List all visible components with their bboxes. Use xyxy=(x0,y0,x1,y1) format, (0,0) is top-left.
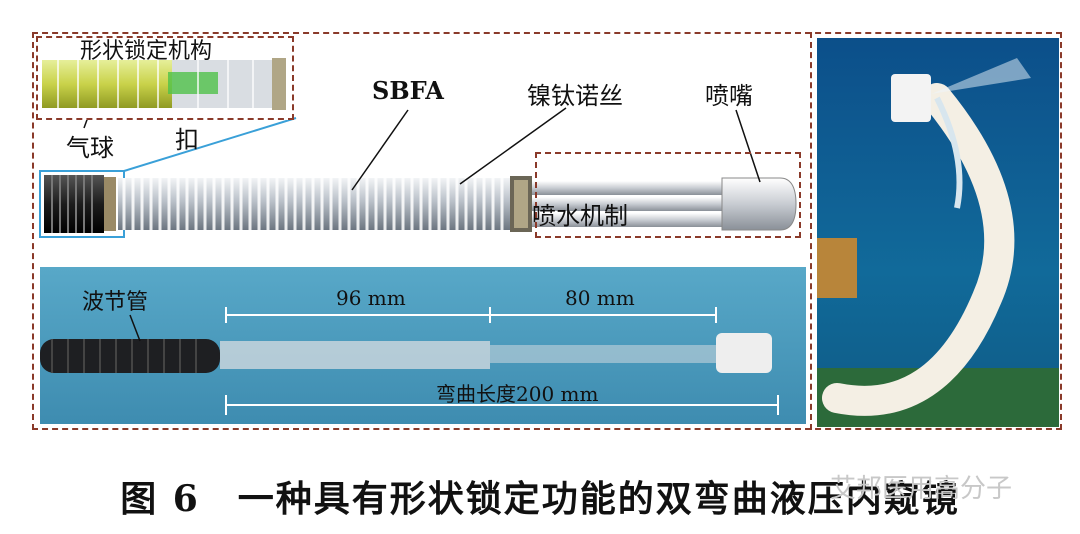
nozzle-tip xyxy=(721,177,797,231)
water-pipe xyxy=(532,181,732,195)
spray-mechanism-box xyxy=(535,152,801,238)
label-length-96: 96 mm xyxy=(336,286,406,310)
shape-lock-inset xyxy=(36,36,294,120)
label-nitinol: 镍钛诺丝 xyxy=(527,82,623,110)
spray-demo-photo xyxy=(817,38,1059,427)
panel-divider xyxy=(810,32,812,430)
water-pipe xyxy=(532,197,732,211)
label-sbfa: SBFA xyxy=(372,76,444,105)
label-shape-lock: 形状锁定机构 xyxy=(80,39,213,64)
label-balloon: 气球 xyxy=(66,134,114,162)
spray-demo-drawing xyxy=(817,58,1059,427)
label-bellows: 波节管 xyxy=(82,290,149,315)
label-buckle: 扣 xyxy=(175,126,199,154)
figure-frame xyxy=(32,32,1062,430)
figure-caption: 图 6 一种具有形状锁定功能的双弯曲液压内窥镜 xyxy=(120,478,960,520)
dark-bellows-segment xyxy=(44,175,104,233)
label-spray-mechanism: 喷水机制 xyxy=(532,202,628,230)
prototype-photo xyxy=(40,267,806,424)
label-length-80: 80 mm xyxy=(565,286,635,310)
inset-drawing xyxy=(42,58,286,110)
watermark: 艾邦医用高分子 xyxy=(830,474,1013,504)
water-pipe xyxy=(532,213,732,227)
label-nozzle: 喷嘴 xyxy=(705,82,753,110)
prototype-drawing xyxy=(40,307,779,415)
label-bend-length: 弯曲长度200 mm xyxy=(436,382,599,406)
